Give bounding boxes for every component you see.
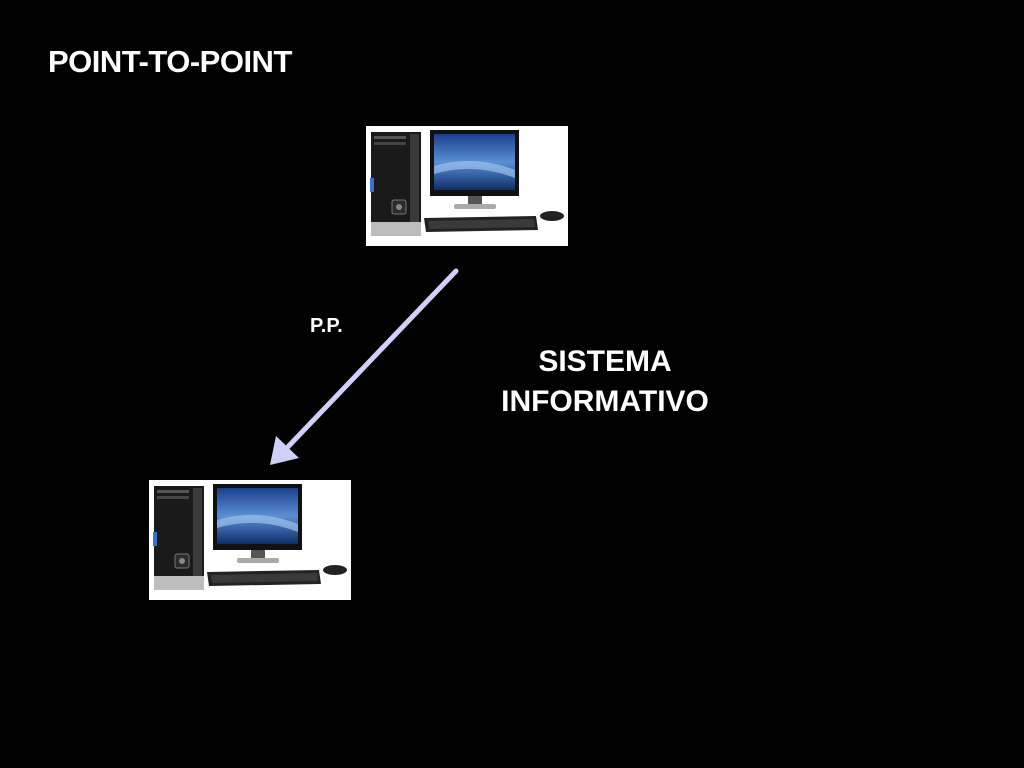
desktop-computer-icon	[370, 130, 564, 236]
system-label: SISTEMA INFORMATIVO	[470, 342, 740, 422]
arrow-line	[280, 268, 459, 455]
connection-label: P.P.	[310, 315, 343, 337]
slide-title: POINT-TO-POINT	[48, 44, 292, 79]
desktop-computer-icon	[153, 484, 347, 590]
arrowhead	[270, 436, 299, 465]
computer-top	[366, 126, 568, 246]
computer-bottom	[149, 480, 351, 600]
system-label-line-2: INFORMATIVO	[501, 385, 709, 418]
system-label-line-1: SISTEMA	[538, 345, 672, 378]
